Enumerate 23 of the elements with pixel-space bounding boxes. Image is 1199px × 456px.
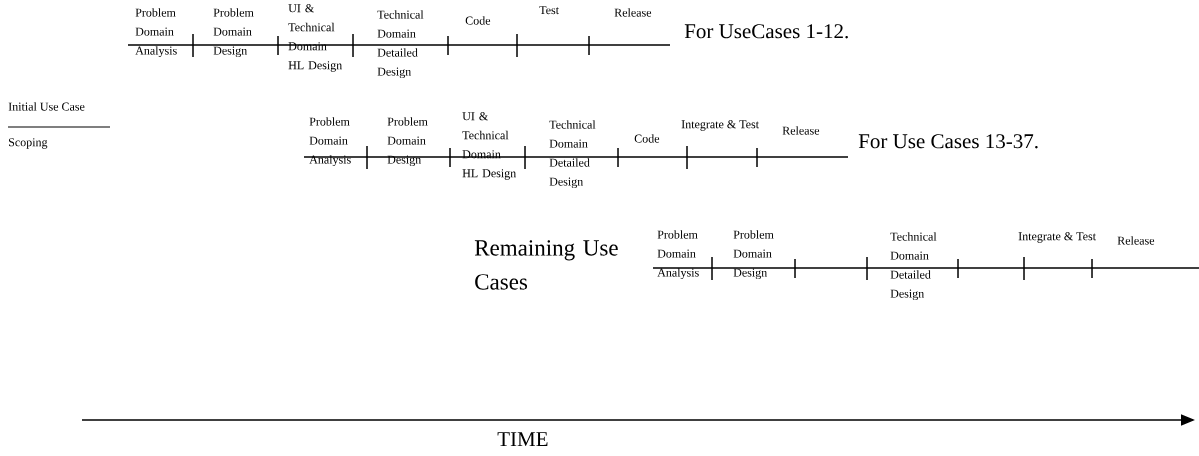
phase-label: Release [782, 126, 820, 135]
row-heading: For Use Cases 13-37. [858, 134, 1038, 149]
phase-label: Scoping [9, 138, 48, 149]
phase-label: Problem Domain Analysis [309, 117, 351, 167]
phase-label: Integrate & Test [1018, 232, 1096, 243]
axis-label: TIME [497, 432, 548, 446]
phase-label: Problem Domain Design [733, 230, 774, 280]
phase-label: Technical Domain Detailed Design [549, 120, 596, 189]
phase-label: Release [1117, 236, 1155, 245]
phase-label: Release [614, 8, 652, 17]
phase-label: Code [465, 16, 491, 25]
phase-label: Problem Domain Design [387, 117, 428, 167]
phase-label: Code [634, 134, 660, 143]
phase-label: Initial Use Case [8, 102, 85, 111]
phase-label: Problem Domain Analysis [657, 230, 699, 280]
phase-label: Problem Domain Design [213, 8, 254, 58]
phase-label: Test [539, 6, 559, 15]
row-heading: For UseCases 1-12. [684, 24, 848, 39]
phase-label: Technical Domain Detailed Design [890, 232, 937, 301]
row-heading: Remaining Use Cases [474, 240, 618, 290]
phase-label: Problem Domain Analysis [135, 8, 177, 58]
phase-label: Technical Domain Detailed Design [377, 10, 424, 79]
phase-label: Integrate & Test [681, 120, 759, 131]
